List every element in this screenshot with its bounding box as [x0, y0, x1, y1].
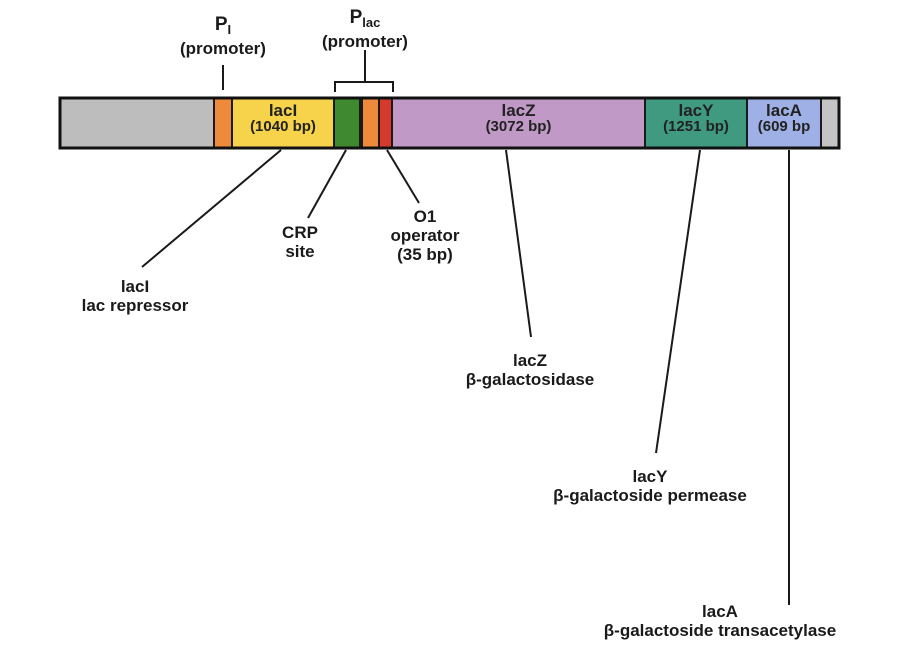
pi-desc: (promoter) — [180, 39, 266, 58]
pi-symbol: PI — [214, 14, 232, 37]
segment-pi-promoter — [214, 98, 232, 148]
plac-symbol: Plac — [349, 7, 381, 30]
segment-o1-operator — [379, 98, 392, 148]
segment-upstream — [60, 98, 214, 148]
lacy-callout-line — [655, 149, 701, 454]
laca-callout-label: lacA β-galactoside transacetylase — [603, 602, 837, 640]
lacz-bar-label: lacZ (3072 bp) — [485, 101, 552, 135]
plac-promoter-label: Plac (promoter) — [292, 8, 438, 51]
plac-bracket — [334, 50, 394, 92]
crp-callout-line — [307, 149, 347, 219]
gene-bar-outline — [58, 96, 841, 150]
segment-crp-site — [334, 98, 360, 148]
laci-callout-label: lacI lac repressor — [81, 277, 189, 315]
segment-lacy — [645, 98, 747, 148]
segment-laca — [747, 98, 821, 148]
segment-plac-promoter — [362, 98, 379, 148]
lacz-callout-label: lacZ β-galactosidase — [465, 351, 595, 389]
segment-downstream — [821, 98, 839, 148]
lacy-callout-label: lacY β-galactoside permease — [553, 467, 747, 505]
pi-promoter-label: PI (promoter) — [150, 15, 296, 58]
o1-callout-line — [386, 149, 420, 204]
segment-dividers — [213, 98, 822, 148]
plac-desc: (promoter) — [322, 32, 408, 51]
o1-callout-label: O1 operator (35 bp) — [390, 207, 460, 264]
laci-bar-label: lacI (1040 bp) — [250, 101, 316, 135]
lacz-callout-line — [505, 149, 532, 338]
segment-laci — [232, 98, 334, 148]
laca-bar-label: lacA (609 bp — [757, 103, 811, 135]
segment-lacz — [392, 98, 645, 148]
crp-callout-label: CRP site — [282, 223, 318, 261]
laci-callout-line — [141, 149, 282, 268]
lacy-bar-label: lacY (1251 bp) — [663, 101, 729, 135]
